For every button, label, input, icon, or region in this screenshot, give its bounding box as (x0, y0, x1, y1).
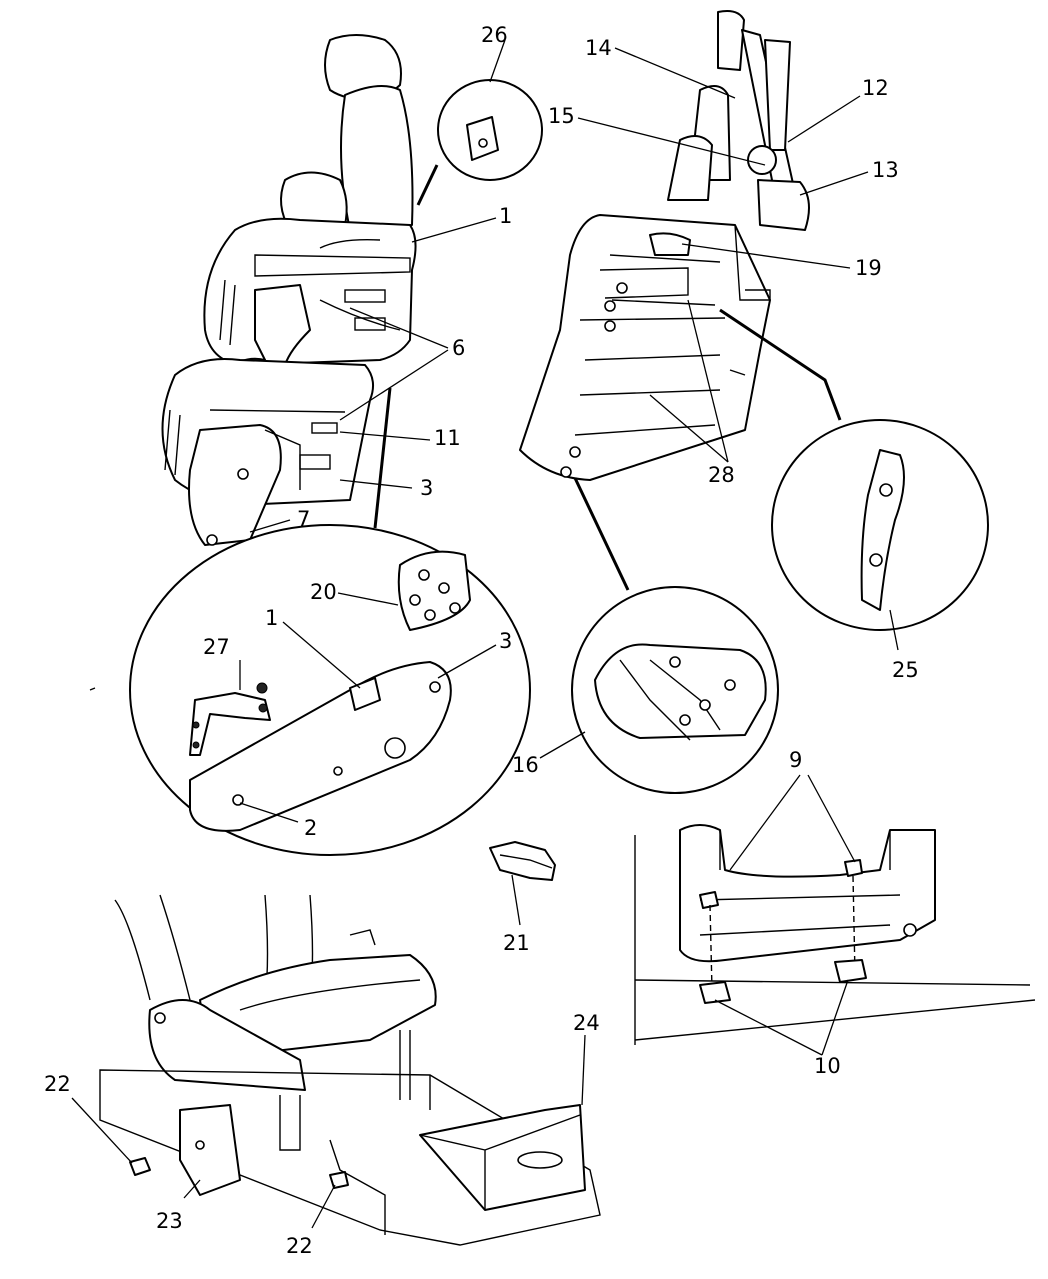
callout-23: 23 (156, 1209, 183, 1233)
callout-15: 15 (548, 104, 575, 128)
clip-detail-26 (416, 79, 543, 206)
hinge-detail-16 (571, 477, 779, 794)
callout-7: 7 (297, 507, 311, 531)
callout-28: 28 (708, 463, 735, 487)
callout-13: 13 (872, 158, 899, 182)
callout-3-inset: 3 (499, 629, 513, 653)
callout-16: 16 (512, 753, 539, 777)
callout-26: 26 (481, 23, 508, 47)
callout-12: 12 (862, 76, 889, 100)
callout-1-upper: 1 (499, 204, 513, 228)
callout-3-upper: 3 (420, 476, 434, 500)
callout-11: 11 (434, 426, 461, 450)
right-seatback-assembly (519, 10, 810, 481)
callout-27: 27 (203, 635, 230, 659)
callout-19: 19 (855, 256, 882, 280)
clip-part-21 (489, 841, 556, 881)
seat-track-assembly (634, 824, 1036, 1045)
left-seat-assembly (161, 34, 417, 546)
latch-detail-25 (719, 308, 989, 631)
callout-24: 24 (573, 1011, 600, 1035)
callout-14: 14 (585, 36, 612, 60)
shield-detail-inset (129, 387, 531, 856)
callout-25: 25 (892, 658, 919, 682)
callout-21: 21 (503, 931, 530, 955)
leader-lines (71, 39, 899, 1229)
callout-20: 20 (310, 580, 337, 604)
callout-10: 10 (814, 1054, 841, 1078)
callout-22-bottom: 22 (286, 1234, 313, 1258)
callout-6: 6 (452, 336, 466, 360)
callout-9: 9 (789, 748, 803, 772)
callout-22-left: 22 (44, 1072, 71, 1096)
lower-seat-assembly (99, 894, 601, 1246)
callout-2: 2 (304, 816, 318, 840)
callout-1-inset: 1 (265, 606, 279, 630)
